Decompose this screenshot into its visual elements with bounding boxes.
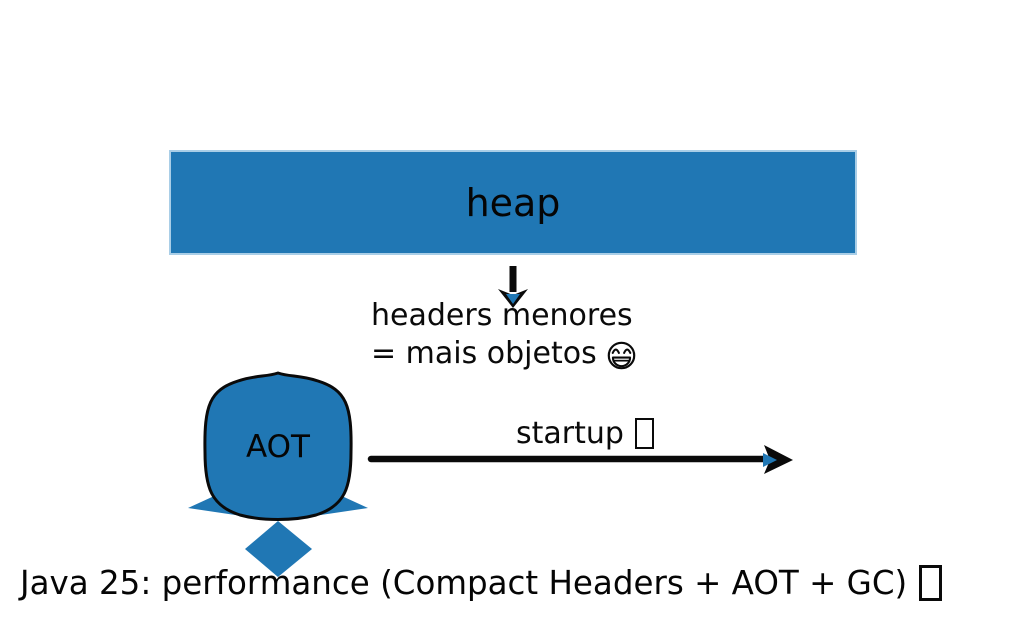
rocket-flame-diamond-icon	[245, 521, 312, 577]
missing-glyph-box-icon	[634, 418, 654, 449]
down-arrow	[498, 266, 528, 308]
rocket-label: AOT	[246, 429, 310, 465]
note-line2-text: = mais objetos	[371, 336, 597, 371]
heap-label: heap	[465, 180, 561, 225]
startup-label-row: startup	[430, 416, 740, 451]
note-line1: headers menores	[371, 298, 633, 333]
startup-arrow	[367, 445, 793, 474]
note-text: headers menores = mais objetos	[371, 297, 637, 373]
startup-label: startup	[516, 416, 624, 451]
grinning-face-emoji-icon	[607, 341, 636, 369]
rocket-shape	[188, 371, 368, 577]
caption-row: Java 25: performance (Compact Headers + …	[20, 564, 943, 602]
missing-glyph-box-icon	[919, 565, 943, 601]
note-line2: = mais objetos	[371, 335, 637, 373]
rocket-body-icon	[203, 371, 353, 521]
caption-text: Java 25: performance (Compact Headers + …	[20, 564, 908, 602]
heap-box: heap	[171, 152, 855, 253]
